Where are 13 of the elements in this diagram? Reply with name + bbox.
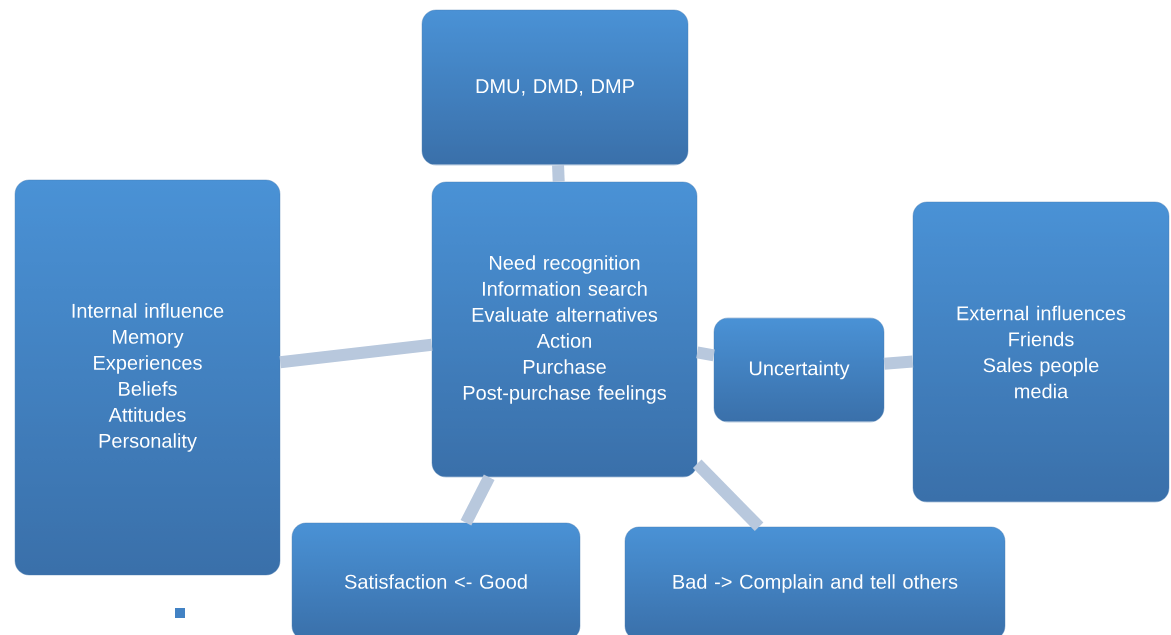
connector-bar	[883, 355, 914, 370]
process-box: Internal influence Memory Experiences Beliefs Attitudes Personality	[14, 179, 281, 576]
process-box: Need recognition Information search Evaluate alternatives Action Purchase Post-purchase feelings	[431, 181, 698, 478]
process-box: DMU, DMD, DMP	[421, 9, 689, 166]
connector-bar	[552, 164, 565, 183]
connector-bar	[692, 459, 764, 531]
connector-bar	[279, 338, 433, 369]
process-box: Bad -> Complain and tell others	[624, 526, 1006, 635]
process-box: Satisfaction <- Good	[291, 522, 581, 635]
process-box: External influences Friends Sales people media	[912, 201, 1170, 503]
process-box: Uncertainty	[713, 317, 885, 423]
connector-bar	[460, 474, 495, 526]
connector-bar	[696, 346, 715, 362]
